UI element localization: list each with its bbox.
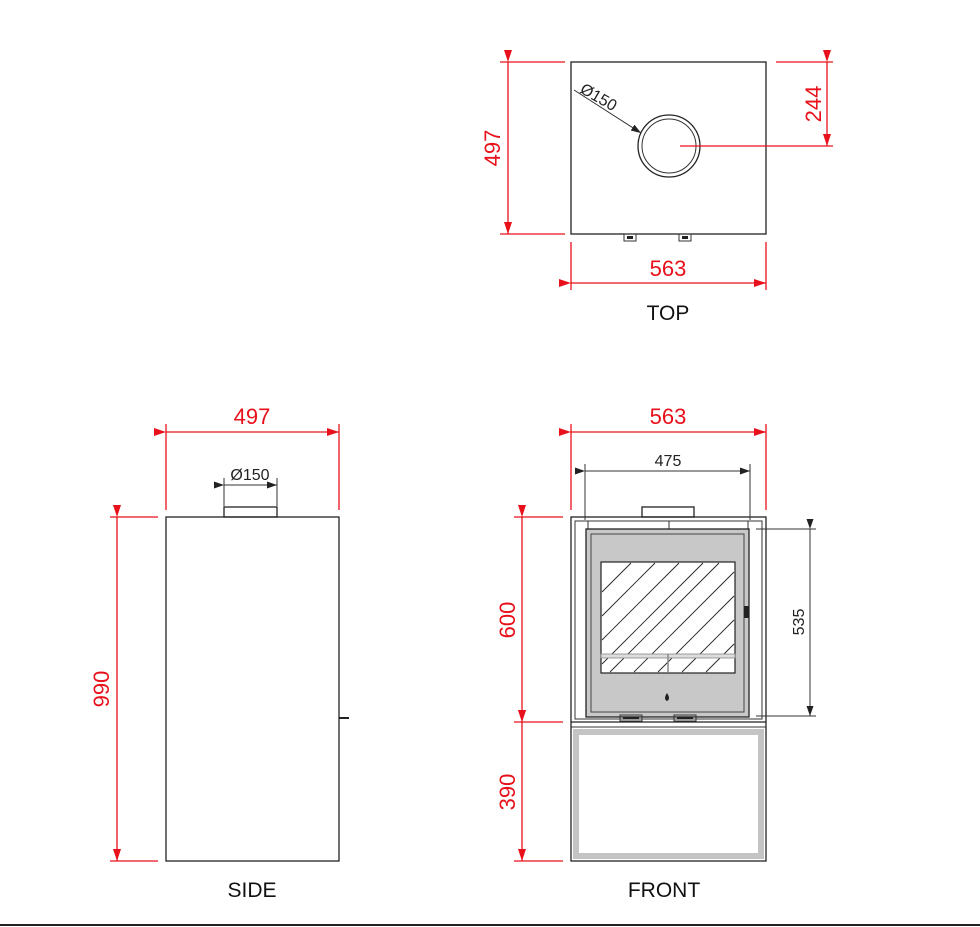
top-flue-diameter-label: Ø150 — [577, 81, 619, 115]
top-foot-right — [678, 233, 692, 242]
top-view: Ø150 244 497 563 TOP — [480, 50, 833, 325]
top-foot-left — [623, 233, 637, 242]
front-door-height-label: 535 — [791, 609, 808, 636]
side-view-label: SIDE — [227, 879, 276, 902]
side-view: Ø150 497 990 SIDE — [89, 404, 349, 902]
front-width-label: 563 — [650, 404, 687, 429]
front-view-label: FRONT — [628, 879, 700, 902]
front-flue-collar — [641, 506, 695, 518]
front-door-handle — [744, 606, 749, 618]
top-width-label: 563 — [650, 256, 687, 281]
side-flue-diameter-label: Ø150 — [230, 467, 269, 484]
front-upper-height-label: 600 — [495, 602, 520, 639]
front-glass-hatch — [601, 562, 735, 673]
front-view: 563 475 535 600 390 FRONT — [495, 404, 816, 902]
front-logstore-frame — [573, 729, 764, 859]
front-inner-width-label: 475 — [655, 453, 682, 470]
side-height-label: 990 — [89, 671, 114, 708]
side-flue-collar — [223, 506, 278, 518]
top-offset-label: 244 — [801, 86, 826, 123]
top-depth-label: 497 — [480, 130, 505, 167]
side-width-label: 497 — [234, 404, 271, 429]
front-logo-icon — [665, 693, 669, 701]
top-view-label: TOP — [647, 302, 690, 325]
side-outline — [165, 516, 340, 862]
top-flue-leader — [573, 89, 642, 134]
front-lower-height-label: 390 — [495, 774, 520, 811]
top-outline — [570, 61, 767, 235]
